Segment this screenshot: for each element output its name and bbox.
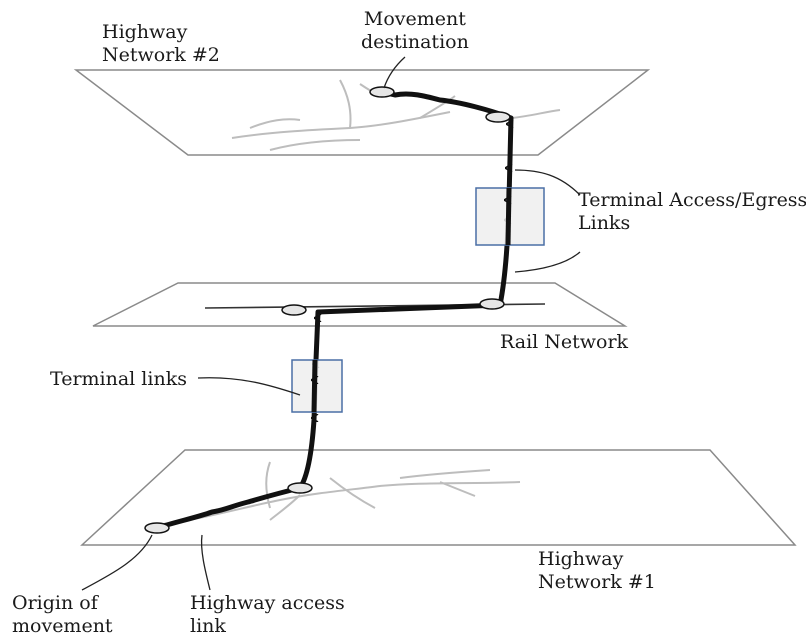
label-terminal-links: Terminal links	[50, 368, 187, 390]
highway2-terminal-node	[485, 111, 511, 123]
leader-lines	[81, 56, 581, 591]
rail-destination-node	[479, 298, 505, 310]
label-highway-network-1-line2: Network #1	[538, 571, 656, 593]
highway-network-1-roads	[154, 461, 521, 526]
label-terminal-access-egress: Terminal Access/Egress Links	[578, 189, 806, 235]
destination-node	[369, 86, 395, 98]
label-highway-access-link-line2: link	[190, 615, 226, 637]
label-terminal-access-egress-line2: Links	[578, 212, 631, 234]
label-highway-access-link: Highway access link	[190, 592, 345, 638]
label-highway-network-2-line2: Network #2	[102, 44, 220, 66]
label-rail-network: Rail Network	[500, 331, 629, 353]
route-arrows	[315, 124, 510, 430]
label-highway-network-1: Highway Network #1	[538, 548, 656, 594]
terminal-links-box	[291, 359, 343, 413]
highway-network-2-plane	[73, 69, 651, 156]
rail-origin-node	[281, 304, 307, 316]
label-origin-of-movement-line2: movement	[12, 615, 113, 637]
label-origin-of-movement: Origin of movement	[12, 592, 113, 638]
label-movement-destination-line1: Movement	[363, 8, 466, 30]
rail-network-plane	[92, 282, 628, 327]
highway-network-2-roads	[231, 79, 561, 151]
label-highway-access-link-line1: Highway access	[190, 592, 345, 614]
label-origin-of-movement-line1: Origin of	[12, 592, 98, 614]
highway-network-1-plane	[80, 449, 797, 546]
label-movement-destination: Movement destination	[361, 8, 469, 54]
origin-node	[144, 522, 170, 534]
label-highway-network-1-line1: Highway	[538, 548, 624, 570]
label-highway-network-2: Highway Network #2	[102, 21, 220, 67]
label-highway-network-2-line1: Highway	[102, 21, 188, 43]
highway1-terminal-node	[287, 482, 313, 494]
label-movement-destination-line2: destination	[361, 31, 469, 53]
label-terminal-access-egress-line1: Terminal Access/Egress	[578, 189, 806, 211]
